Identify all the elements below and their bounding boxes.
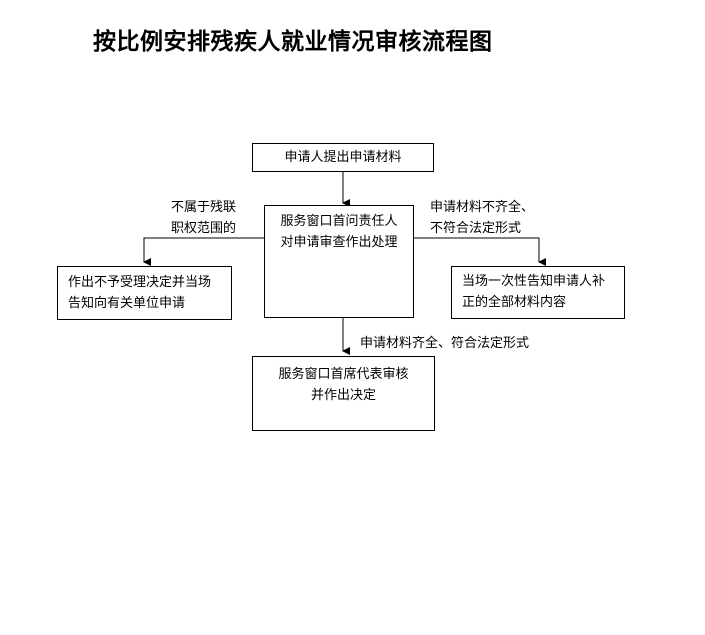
edge-label-not-in-scope-line-2: 职权范围的 — [171, 221, 237, 236]
edge-label-incomplete: 申请材料不齐全、 不符合法定形式 — [430, 197, 534, 239]
edge-label-not-in-scope-line-1: 不属于残联 — [171, 200, 237, 215]
node-reject-line-2: 告知向有关单位申请 — [68, 296, 186, 311]
node-window-review: 服务窗口首问责任人 对申请审查作出处理 — [264, 205, 414, 318]
node-reject-line-1: 作出不予受理决定并当场 — [68, 275, 212, 290]
node-decide-line-1: 服务窗口首席代表审核 — [278, 367, 409, 382]
arrow-window-to-reject — [143, 237, 265, 266]
edge-label-complete: 申请材料齐全、符合法定形式 — [360, 333, 529, 354]
node-reject: 作出不予受理决定并当场 告知向有关单位申请 — [57, 266, 232, 320]
node-apply-line-1: 申请人提出申请材料 — [284, 150, 402, 165]
arrow-window-to-supplement — [413, 237, 546, 266]
edge-label-complete-line-1: 申请材料齐全、符合法定形式 — [360, 336, 530, 351]
edge-label-not-in-scope: 不属于残联 职权范围的 — [171, 197, 236, 239]
node-window-line-2: 对申请审查作出处理 — [280, 235, 398, 250]
node-apply: 申请人提出申请材料 — [252, 143, 434, 172]
node-decide: 服务窗口首席代表审核 并作出决定 — [252, 356, 435, 431]
edge-label-incomplete-line-1: 申请材料不齐全、 — [430, 200, 535, 215]
node-decide-line-2: 并作出决定 — [310, 388, 376, 403]
edge-label-incomplete-line-2: 不符合法定形式 — [430, 221, 522, 236]
node-window-line-1: 服务窗口首问责任人 — [280, 214, 398, 229]
node-supplement-line-2: 正的全部材料内容 — [462, 295, 567, 310]
page-title: 按比例安排残疾人就业情况审核流程图 — [93, 29, 493, 55]
node-supplement: 当场一次性告知申请人补 正的全部材料内容 — [451, 266, 625, 319]
node-supplement-line-1: 当场一次性告知申请人补 — [462, 274, 606, 289]
